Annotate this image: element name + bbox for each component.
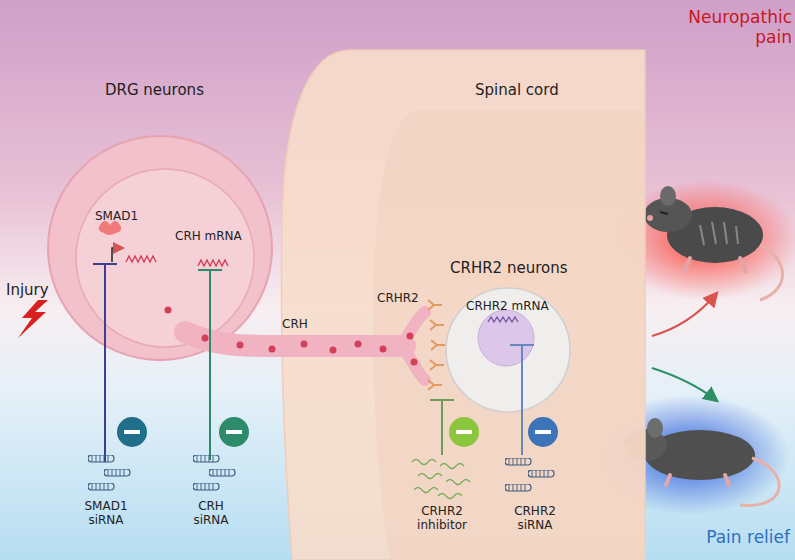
node-text: CRH mRNA [175,230,255,244]
node-text: CRHR2 mRNA [466,300,556,314]
receptor-label: CRHR2 [377,292,427,306]
minus-sign [528,417,558,447]
node-text: Spinal cord [475,82,595,99]
outcome-arrow [652,294,716,336]
axon-terminal [400,312,425,380]
minus-sign [117,417,147,447]
spinal-cord-region-outline [280,50,645,560]
injury-label: Injury [6,282,66,299]
sirna-label: SMAD1 siRNA [78,500,134,528]
axon [185,332,405,346]
transcription-arrow [112,248,122,262]
drg-nucleus: SMAD1CRH mRNA [75,168,255,348]
sirna-icon [193,455,235,490]
sirna-label: CRHR2 siRNA [505,505,565,533]
node-text: DRG neurons [105,82,235,99]
outcome-label: Neuropathic pain [680,8,792,47]
crh-mrna [126,256,156,262]
sirna-icon [88,455,130,490]
smad1-protein [99,221,122,235]
sirna-label: CRH siRNA [183,500,239,528]
sirna-icon [505,458,554,491]
inhibition-line [93,264,117,462]
molecule-label: CRH [282,318,322,332]
inhibitor-label: CRHR2 inhibitor [404,505,480,533]
minus-sign [219,417,249,447]
crhr2-neuron: CRHR2 neuronsCRHR2 mRNA [428,260,593,410]
crh-vesicles [165,307,418,366]
outcome-label: Pain relief [660,528,790,548]
crhr2-receptors [428,300,445,390]
outcome-arrow [652,368,716,400]
inhibition-line [198,270,222,460]
node-text: CRHR2 neurons [450,260,590,277]
crhr2-neuron-outline [428,260,593,410]
minus-sign [449,417,479,447]
drg-neuron: DRG neuronsSMAD1CRH mRNA [45,78,277,370]
inhibitor-icon [412,460,470,499]
crh-mrna [198,260,228,266]
crhr2-mrna [488,317,518,322]
drg-nucleus-outline [75,168,255,348]
spinal-cord-region: Spinal cordCRHR2 neuronsCRHR2 mRNA [280,50,645,560]
injury-bolt [18,300,48,338]
